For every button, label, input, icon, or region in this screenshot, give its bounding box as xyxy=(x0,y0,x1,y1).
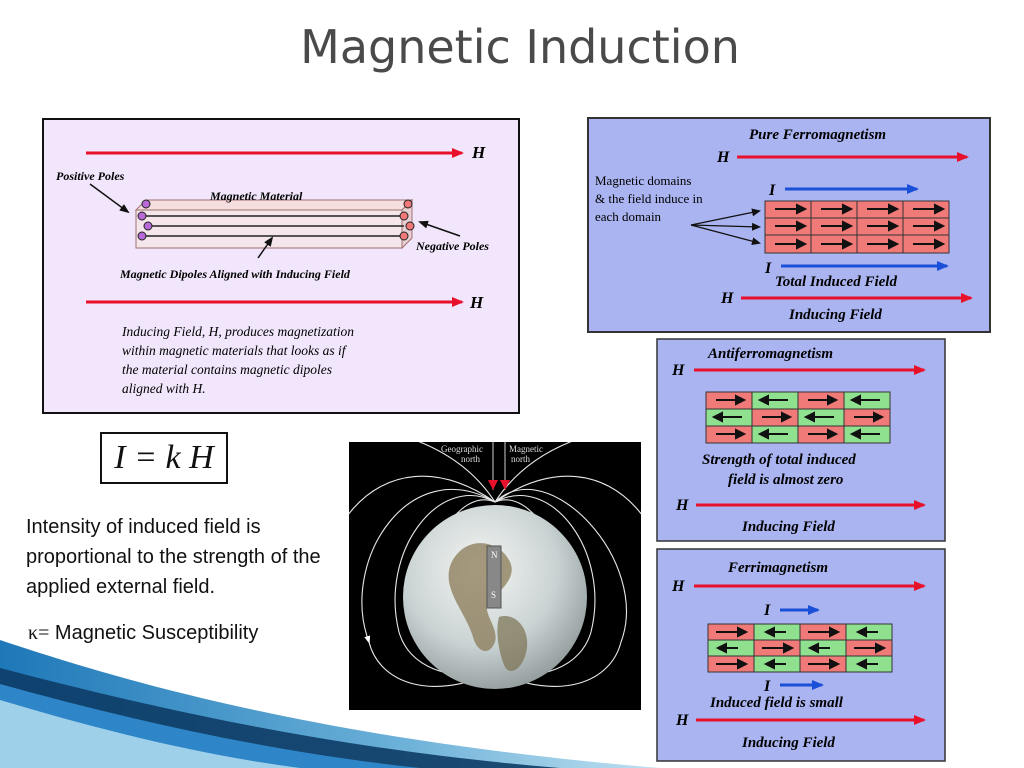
body-text: Intensity of induced field is proportion… xyxy=(26,516,321,598)
geographic-north-label-1: Geographic xyxy=(441,444,483,454)
slide-title: Magnetic Induction xyxy=(300,20,740,74)
antiferro-strength-line-2: field is almost zero xyxy=(728,472,843,488)
domains-line-3: each domain xyxy=(595,209,662,224)
ferri-h-bottom: H xyxy=(675,712,689,729)
description-line-3: the material contains magnetic dipoles xyxy=(122,362,332,377)
ferro-h-bottom: H xyxy=(720,290,734,307)
description-line-1: Inducing Field, H, produces magnetizatio… xyxy=(121,324,354,339)
negative-poles-label: Negative Poles xyxy=(415,239,489,253)
domains-line-1: Magnetic domains xyxy=(595,173,691,188)
antiferro-domain-grid xyxy=(705,391,891,444)
antiferro-h-top: H xyxy=(671,362,685,379)
ferri-inducing-label: Inducing Field xyxy=(741,735,835,751)
description-line-4: aligned with H. xyxy=(122,381,206,396)
formula-box: I = k H xyxy=(100,432,228,484)
susceptibility-label: Magnetic Susceptibility xyxy=(49,622,259,644)
ferro-title: Pure Ferromagnetism xyxy=(749,127,886,143)
h-label-bottom: H xyxy=(469,293,484,312)
total-induced-label: Total Induced Field xyxy=(775,274,897,290)
magnetic-north-label-1: Magnetic xyxy=(509,444,543,454)
antiferro-strength-line-1: Strength of total induced xyxy=(702,452,856,468)
domains-line-2: & the field induce in xyxy=(595,191,703,206)
susceptibility-line: κ= Magnetic Susceptibility xyxy=(28,622,258,645)
ferro-domain-grid xyxy=(764,200,950,254)
antiferromagnetism-panel: Antiferromagnetism H Strength of xyxy=(656,338,946,542)
ferro-i-bottom: I xyxy=(764,260,772,277)
ferri-domain-grid xyxy=(707,623,893,673)
ferri-induced-small-label: Induced field is small xyxy=(709,695,844,711)
corner-swoosh xyxy=(0,640,660,768)
h-label-top: H xyxy=(471,143,486,162)
bar-magnet xyxy=(486,545,502,609)
ferri-title: Ferrimagnetism xyxy=(727,560,828,576)
antiferro-title: Antiferromagnetism xyxy=(707,346,833,362)
dipole-diagram: H Positive Poles Magnetic Material Negat… xyxy=(42,118,520,414)
ferri-i-top: I xyxy=(763,602,771,619)
magnet-n-label: N xyxy=(491,550,498,560)
ferri-i-bottom: I xyxy=(763,678,771,695)
ferro-i-top: I xyxy=(768,182,776,199)
ferrimagnetism-panel: Ferrimagnetism H I I In xyxy=(656,548,946,762)
antiferro-h-bottom: H xyxy=(675,497,689,514)
description-line-2: within magnetic materials that looks as … xyxy=(122,343,348,358)
magnetic-north-label-2: north xyxy=(511,454,530,464)
magnetic-material-label: Magnetic Material xyxy=(209,189,303,203)
dipoles-caption: Magnetic Dipoles Aligned with Inducing F… xyxy=(119,267,351,281)
geographic-north-label-2: north xyxy=(461,454,480,464)
ferro-h-top: H xyxy=(716,149,730,166)
kappa-symbol: κ= xyxy=(28,622,50,644)
ferromagnetism-panel: Pure Ferromagnetism H Magnetic domains &… xyxy=(587,117,991,333)
earth-field-image: N S Geographic north Magnetic north xyxy=(349,442,641,710)
ferro-inducing-label: Inducing Field xyxy=(788,307,882,323)
magnet-s-label: S xyxy=(491,590,496,600)
ferri-h-top: H xyxy=(671,578,685,595)
antiferro-inducing-label: Inducing Field xyxy=(741,519,835,535)
positive-poles-label: Positive Poles xyxy=(56,169,125,183)
